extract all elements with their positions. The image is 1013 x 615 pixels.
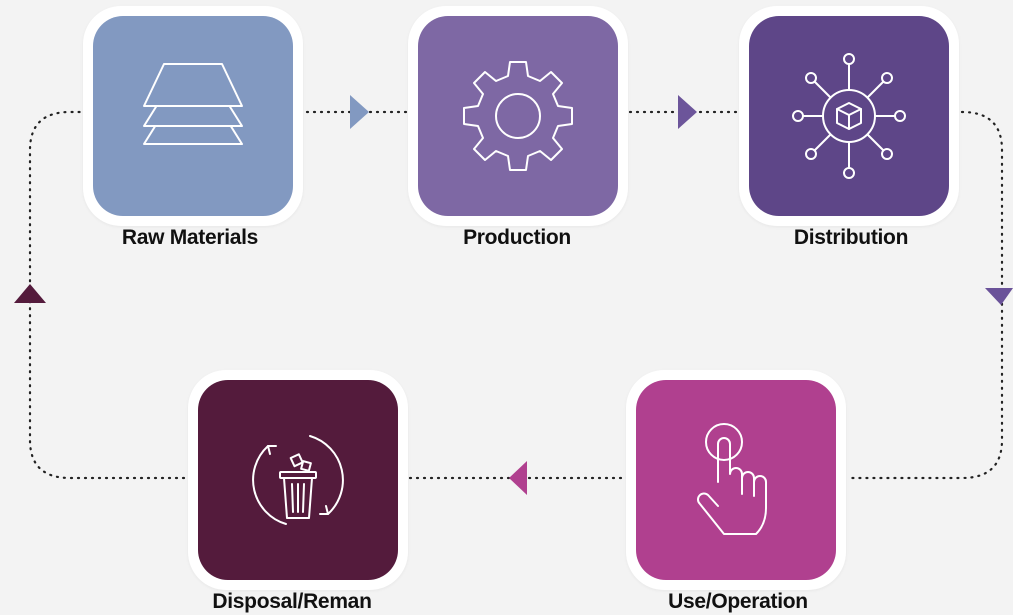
stage-disposal-reman-card (198, 380, 398, 580)
stage-distribution (739, 6, 959, 226)
stage-disposal-reman (188, 370, 408, 590)
stage-use-operation (626, 370, 846, 590)
stage-use-operation-card (636, 380, 836, 580)
arrow-up-icon (14, 284, 46, 303)
arrow-down-icon (985, 288, 1013, 305)
stage-raw-materials (83, 6, 303, 226)
stage-label-raw-materials: Raw Materials (121, 226, 259, 249)
arrow-right-icon (350, 95, 369, 129)
arrow-left-icon (509, 461, 527, 495)
hand-pointer-icon (697, 423, 767, 535)
stage-production-card (418, 16, 618, 216)
stage-distribution-card (749, 16, 949, 216)
arrow-right-icon (678, 95, 697, 129)
recycle-trash-icon (252, 435, 344, 525)
connector-distribution-to-use (850, 110, 1004, 480)
layers-icon (143, 63, 243, 145)
stage-production (408, 6, 628, 226)
stage-label-distribution: Distribution (793, 226, 909, 249)
stage-label-use-operation: Use/Operation (668, 590, 808, 613)
stage-raw-materials-card (93, 16, 293, 216)
network-box-icon (792, 53, 906, 179)
gear-icon (463, 61, 573, 171)
stage-label-disposal-reman: Disposal/Reman (212, 590, 372, 613)
stage-label-production: Production (463, 226, 571, 249)
